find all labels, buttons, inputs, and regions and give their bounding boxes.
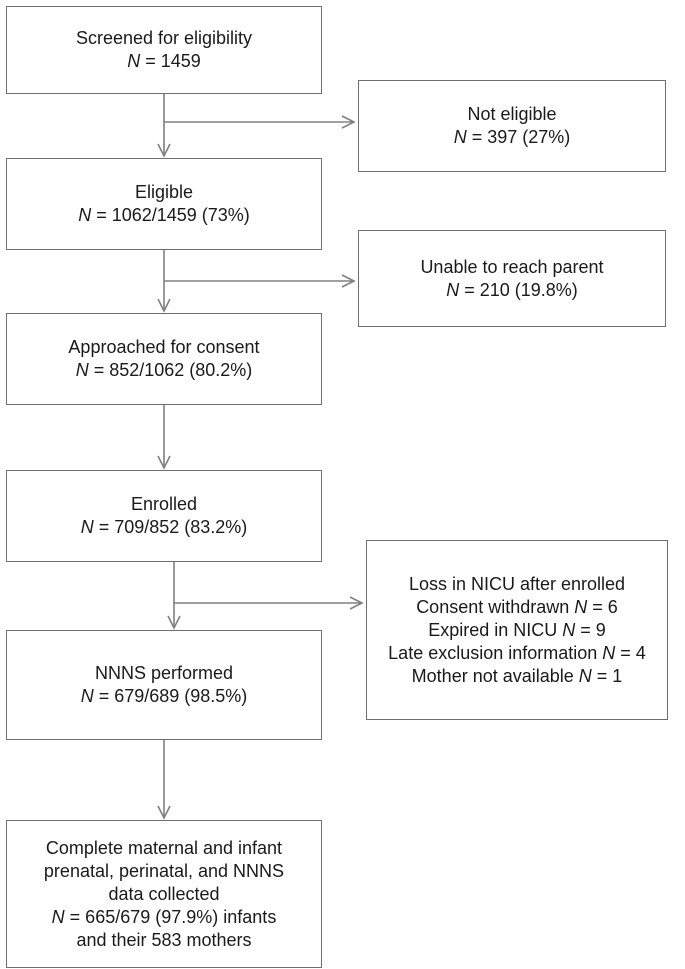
complete-line: prenatal, perinatal, and NNNS xyxy=(43,860,285,881)
complete-line: data collected xyxy=(108,883,220,904)
enrolled-box: Enrolled N = 709/852 (83.2%) xyxy=(6,470,322,562)
approached-title: Approached for consent xyxy=(68,337,260,357)
not-eligible-title: Not eligible xyxy=(467,104,557,124)
complete-data-box: Complete maternal and infant prenatal, p… xyxy=(6,820,322,968)
unable-to-reach-count: N = 210 (19.8%) xyxy=(446,279,578,300)
not-eligible-box: Not eligible N = 397 (27%) xyxy=(358,80,666,172)
loss-item: Mother not available N = 1 xyxy=(411,665,623,686)
complete-mothers: and their 583 mothers xyxy=(76,929,252,950)
screened-count: N = 1459 xyxy=(127,51,201,71)
complete-line: Complete maternal and infant xyxy=(45,837,283,858)
nnns-performed-box: NNNS performed N = 679/689 (98.5%) xyxy=(6,630,322,740)
loss-item: Consent withdrawn N = 6 xyxy=(416,596,618,617)
nnns-title: NNNS performed xyxy=(94,663,234,683)
loss-title: Loss in NICU after enrolled xyxy=(408,573,626,594)
not-eligible-count: N = 397 (27%) xyxy=(453,127,571,147)
loss-item: Expired in NICU N = 9 xyxy=(428,619,606,640)
eligible-box: Eligible N = 1062/1459 (73%) xyxy=(6,158,322,250)
loss-item: Late exclusion information N = 4 xyxy=(388,642,646,663)
approached-count: N = 852/1062 (80.2%) xyxy=(75,360,253,380)
approached-box: Approached for consent N = 852/1062 (80.… xyxy=(6,313,322,405)
loss-in-nicu-box: Loss in NICU after enrolled Consent with… xyxy=(366,540,668,720)
nnns-count: N = 679/689 (98.5%) xyxy=(80,686,248,706)
screened-title: Screened for eligibility xyxy=(75,28,253,48)
unable-to-reach-box: Unable to reach parent N = 210 (19.8%) xyxy=(358,230,666,327)
enrolled-title: Enrolled xyxy=(130,494,198,514)
eligible-title: Eligible xyxy=(134,182,194,202)
enrolled-count: N = 709/852 (83.2%) xyxy=(80,517,248,537)
complete-count: N = 665/679 (97.9%) infants xyxy=(51,906,277,927)
eligible-count: N = 1062/1459 (73%) xyxy=(78,205,250,225)
screened-box: Screened for eligibility N = 1459 xyxy=(6,6,322,94)
unable-to-reach-title: Unable to reach parent xyxy=(420,256,604,277)
